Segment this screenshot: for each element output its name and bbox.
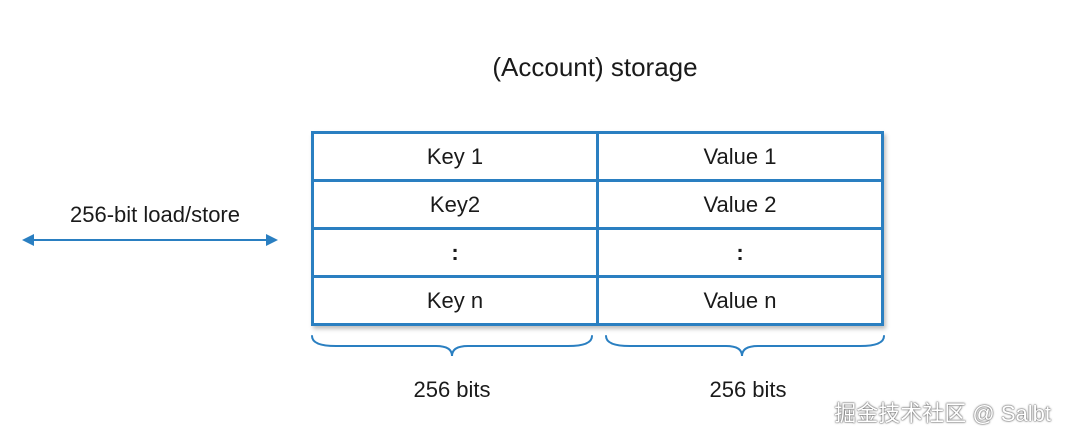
value-cell: : [596, 227, 884, 278]
table-row: Key 1 Value 1 [311, 131, 884, 182]
key-brace-icon [311, 335, 593, 357]
watermark: 掘金技术社区 @ Salbt [834, 401, 1051, 426]
table-row: : : [311, 227, 884, 278]
key-cell: Key n [311, 275, 599, 326]
curly-braces [311, 335, 885, 357]
storage-table: Key 1 Value 1 Key2 Value 2 : : Key n Val… [311, 131, 884, 326]
table-row: Key2 Value 2 [311, 179, 884, 230]
key-cell: Key2 [311, 179, 599, 230]
key-cell: : [311, 227, 599, 278]
load-store-label: 256-bit load/store [70, 202, 240, 227]
value-cell: Value n [596, 275, 884, 326]
double-arrow-icon [22, 234, 278, 246]
value-width-label: 256 bits [709, 377, 787, 402]
key-width-label: 256 bits [413, 377, 491, 402]
value-cell: Value 1 [596, 131, 884, 182]
diagram-title: (Account) storage [492, 52, 698, 82]
key-cell: Key 1 [311, 131, 599, 182]
value-brace-icon [605, 335, 885, 357]
value-cell: Value 2 [596, 179, 884, 230]
table-row: Key n Value n [311, 275, 884, 326]
